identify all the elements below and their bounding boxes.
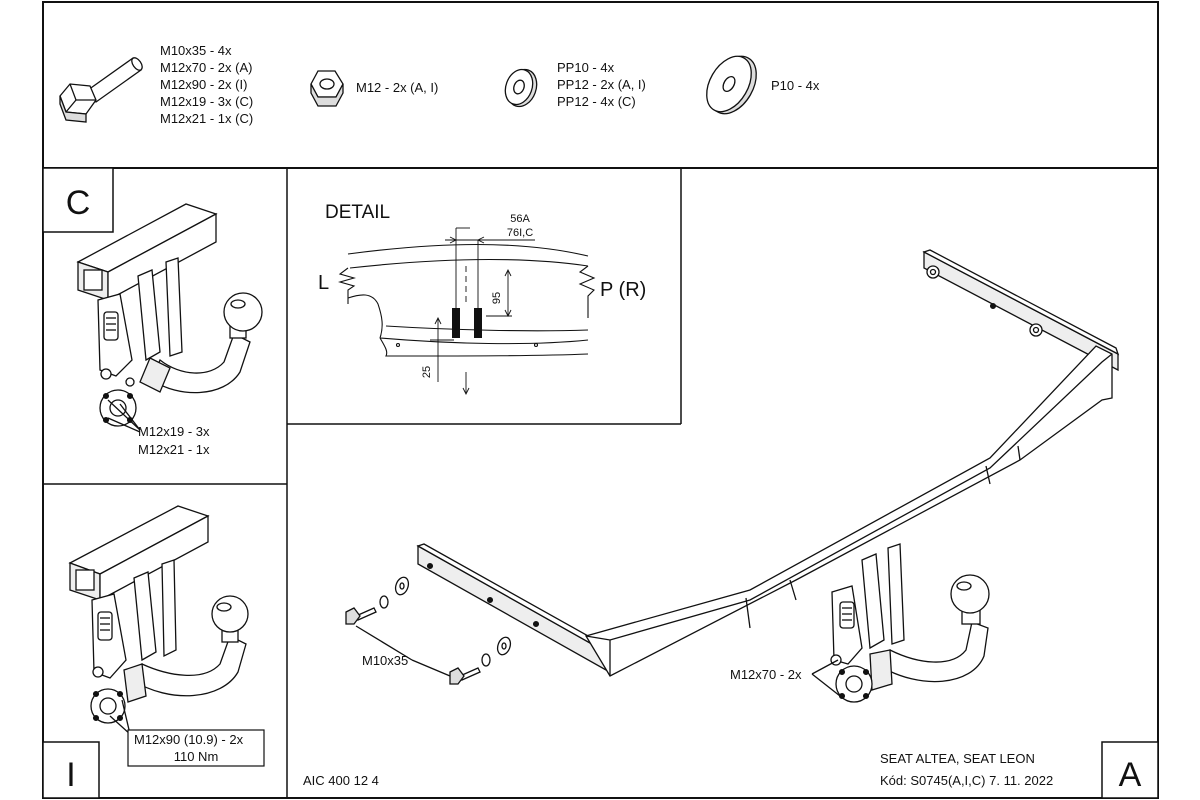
detail-dim-76ic: 76I,C [507,227,533,239]
towbar-i-illustration [68,505,249,735]
bolt-spec: M12x21 - 1x (C) [160,111,253,126]
panel-i: I [42,505,265,799]
washer-spec: PP10 - 4x [557,60,615,75]
detail-dim-25: 25 [421,366,433,378]
detail-dimensions [430,227,535,396]
small-washer-spec-list: PP10 - 4x PP12 - 2x (A, I) PP12 - 4x (C) [557,60,646,109]
bolt-spec: M10x35 - 4x [160,43,232,58]
panel-c-letter: C [66,184,91,222]
detail-left-label: L [318,272,329,294]
panel-i-bolt-label: M12x90 (10.9) - 2x [134,732,244,747]
nut-icon [310,70,344,107]
washer-spec: PP12 - 2x (A, I) [557,77,646,92]
right-bracket-nut [926,265,1043,337]
panel-i-letter: I [66,756,75,794]
big-washer-icon [706,55,757,115]
panel-i-letter-box [42,741,100,799]
bolt-spec: M12x70 - 2x (A) [160,60,252,75]
bolt-icon [59,57,143,123]
detail-panel: DETAIL [318,202,646,396]
m10-bolt-lower [449,636,512,685]
panel-a-letter-box [1101,741,1159,799]
panel-c-bolt-label: M12x21 - 1x [138,442,210,457]
vehicle-models: SEAT ALTEA, SEAT LEON [880,751,1035,766]
panel-c: C [42,167,263,457]
bolt-spec-list: M10x35 - 4x M12x70 - 2x (A) M12x90 - 2x … [160,43,253,126]
detail-dim-95: 95 [491,292,503,304]
kod-date: Kód: S0745(A,I,C) 7. 11. 2022 [880,773,1053,788]
bolt-spec: M12x90 - 2x (I) [160,77,247,92]
small-washer-icon [504,68,538,108]
m10-bolt-upper [345,576,410,625]
towbar-c-illustration [76,203,263,433]
panel-a-bolt-label: M12x70 - 2x [730,667,802,682]
panel-i-torque-label: 110 Nm [174,749,219,764]
detail-dim-56a: 56A [510,213,530,225]
panel-i-label-box [127,729,265,767]
bolt-spec: M12x19 - 3x (C) [160,94,253,109]
panel-c-labels: M12x19 - 3x M12x21 - 1x [138,424,210,457]
nut-spec: M12 - 2x (A, I) [356,80,438,95]
panel-c-letter-box [42,167,114,233]
parts-list: M10x35 - 4x M12x70 - 2x (A) M12x90 - 2x … [59,43,820,126]
main-assembly-illustration [345,249,1120,703]
panel-c-bolt-label: M12x19 - 3x [138,424,210,439]
big-washer-spec: P10 - 4x [771,78,820,93]
detail-right-label: P (R) [600,279,646,301]
sheet-frame [42,1,1159,799]
panel-a-letter: A [1119,756,1142,794]
detail-profile [337,243,596,357]
panel-i-labels: M12x90 (10.9) - 2x 110 Nm [134,732,244,764]
drawing-code: AIC 400 12 4 [303,773,379,788]
washer-spec: PP12 - 4x (C) [557,94,636,109]
m10-bolt-label: M10x35 [362,653,408,668]
detail-title: DETAIL [325,202,390,223]
